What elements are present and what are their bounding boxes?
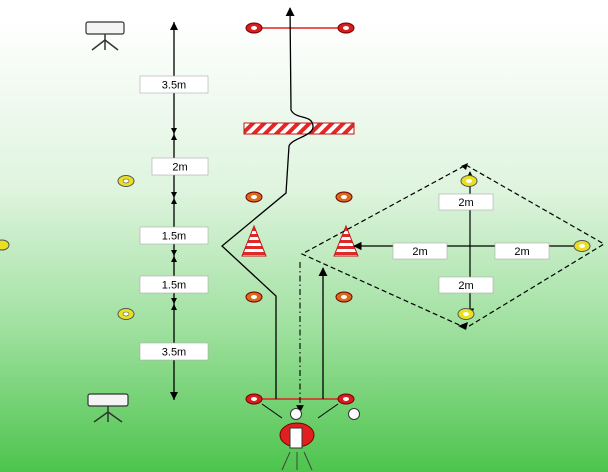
red-marker-icon [245, 291, 263, 303]
svg-text:1.5m: 1.5m [162, 280, 186, 292]
driving-path [221, 7, 314, 399]
svg-text:2m: 2m [172, 162, 187, 174]
dimension-label: 3.5m [139, 75, 209, 94]
box-dimension-label: 2m [438, 276, 494, 294]
box-dimension-label: 2m [494, 242, 550, 260]
barrier-icon [243, 122, 355, 135]
top-gate [245, 22, 355, 34]
box-crosshair [353, 171, 585, 317]
yellow-marker-icon [460, 175, 478, 187]
red-marker-icon [335, 291, 353, 303]
box-dimension-label: 2m [392, 242, 448, 260]
svg-text:2m: 2m [412, 246, 427, 258]
svg-text:2m: 2m [458, 280, 473, 292]
camera-tripod-icon [85, 21, 125, 51]
yellow-marker-icon [0, 239, 10, 251]
yellow-marker-icon [117, 308, 135, 320]
cone-icon [333, 224, 359, 257]
svg-text:2m: 2m [458, 197, 473, 209]
vehicle-icon [261, 403, 360, 471]
camera-tripod-icon [87, 393, 129, 423]
svg-text:1.5m: 1.5m [162, 231, 186, 243]
yellow-marker-icon [117, 175, 135, 187]
yellow-marker-icon [573, 240, 591, 252]
box-dimension-label: 2m [438, 193, 494, 211]
yellow-marker-icon [457, 308, 475, 320]
dimension-label: 2m [151, 157, 209, 176]
red-marker-icon [335, 191, 353, 203]
svg-text:3.5m: 3.5m [162, 347, 186, 359]
cone-icon [241, 224, 267, 257]
dimension-label: 3.5m [139, 342, 209, 361]
svg-text:3.5m: 3.5m [162, 80, 186, 92]
red-marker-icon [245, 191, 263, 203]
dimension-label: 1.5m [139, 275, 209, 294]
dimension-label: 1.5m [139, 226, 209, 245]
svg-text:2m: 2m [514, 246, 529, 258]
